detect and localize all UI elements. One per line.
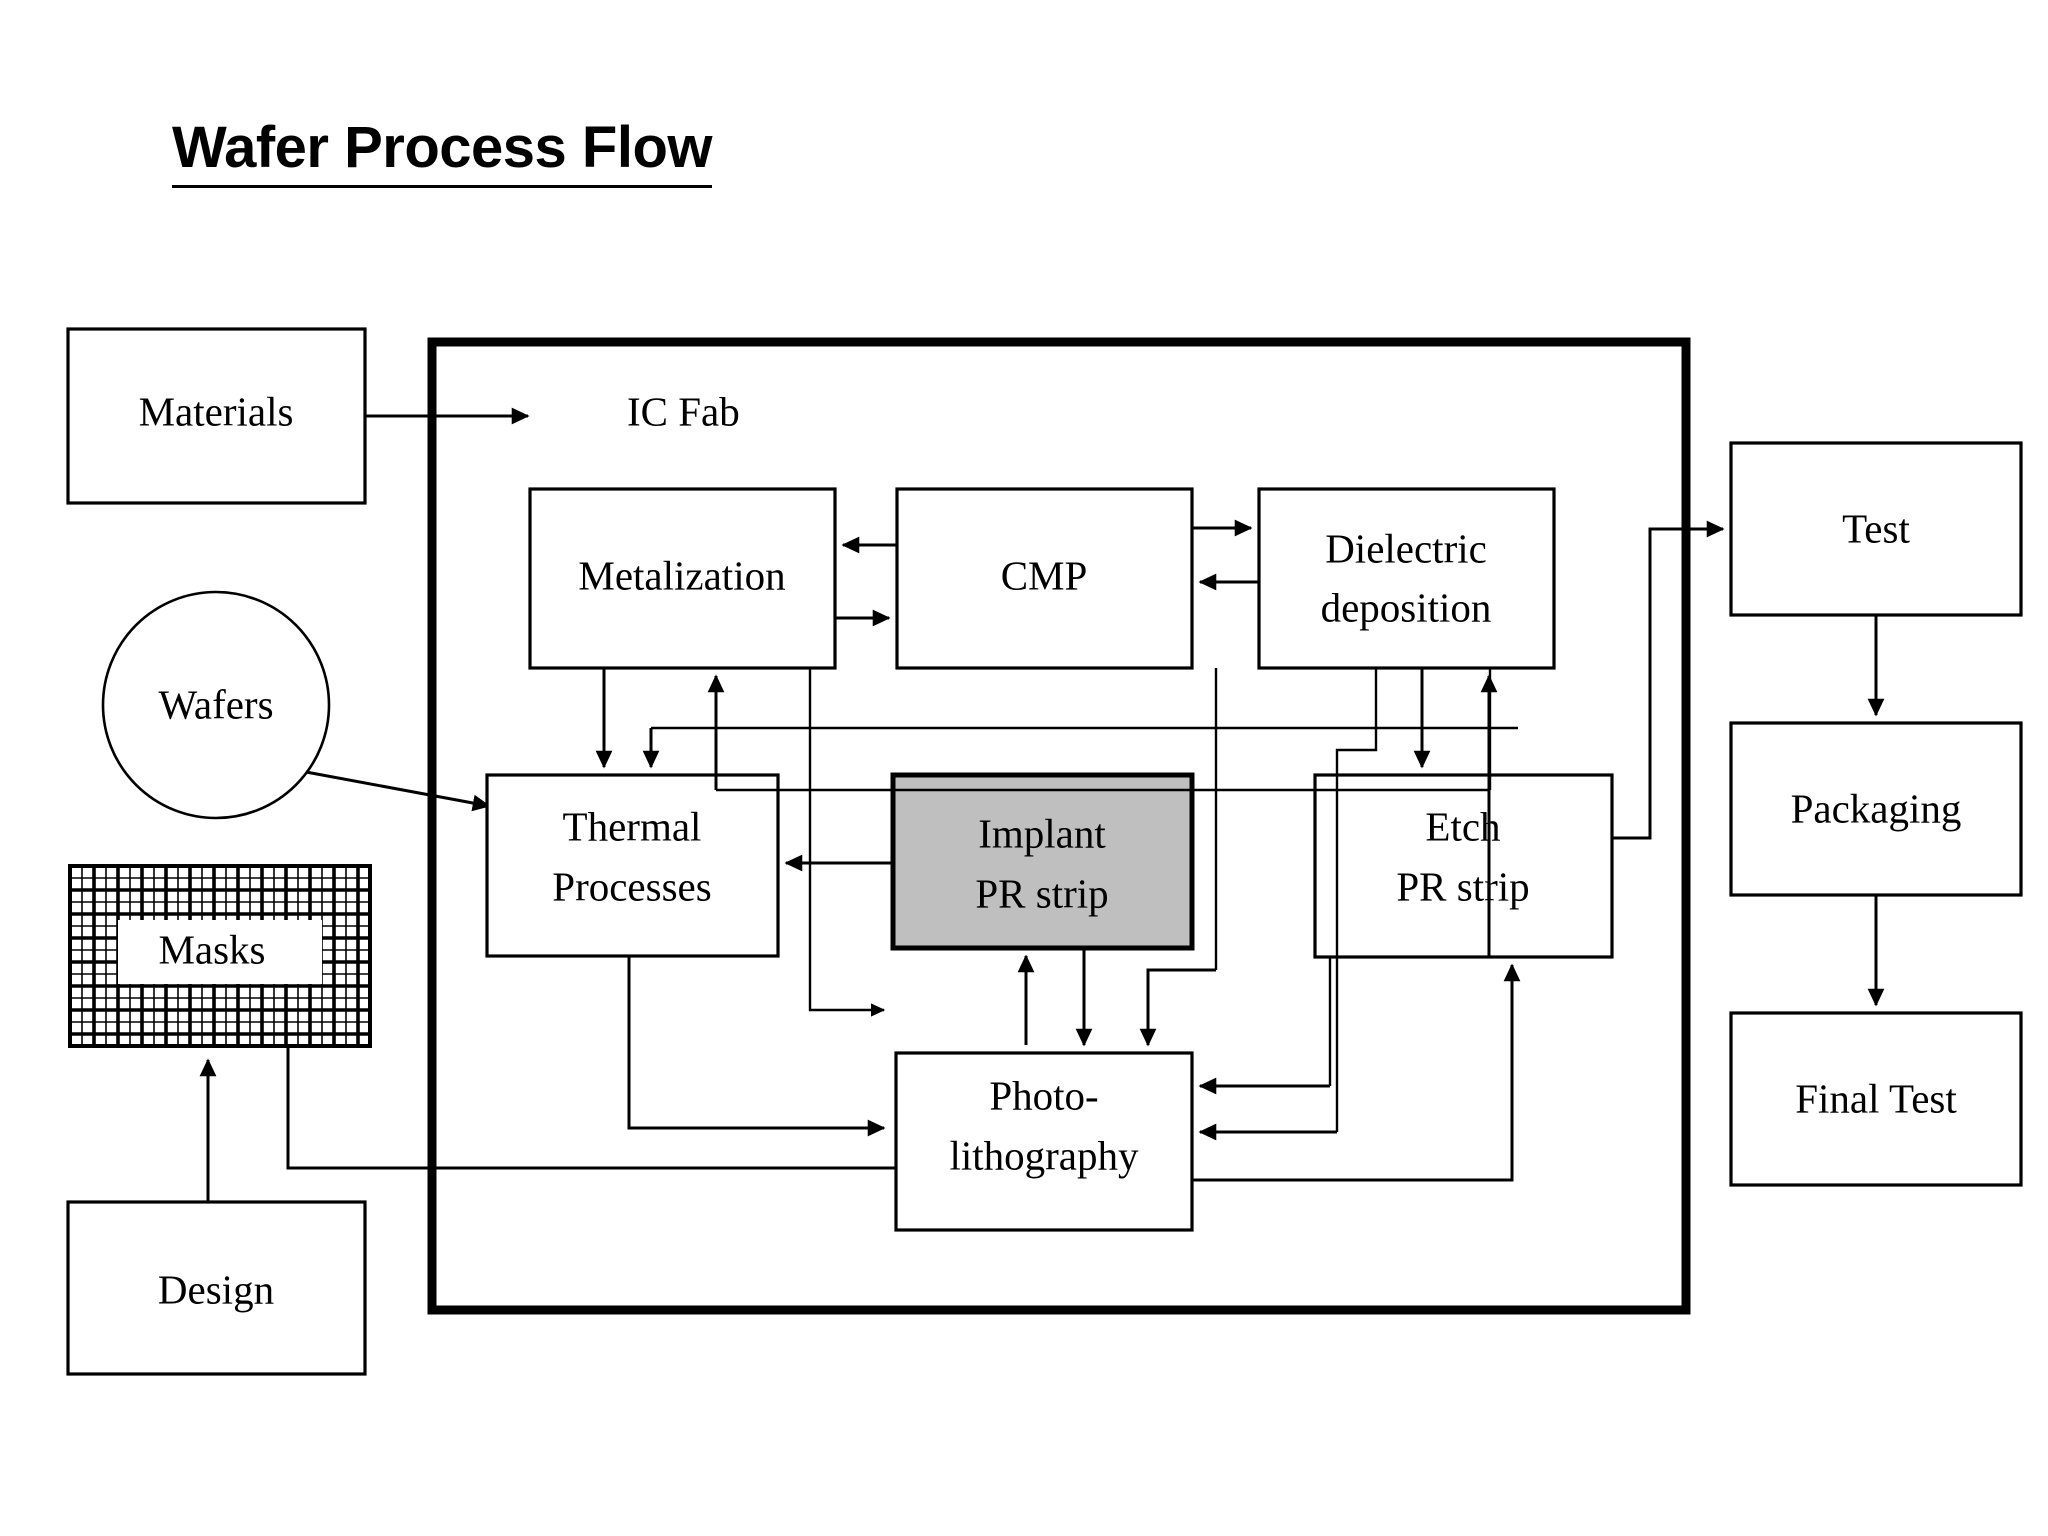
masks-grid-box[interactable]: Masks xyxy=(68,864,372,1048)
implant-pr-strip-label-line1: Implant xyxy=(978,810,1106,856)
thermal-processes-label-line1: Thermal xyxy=(563,803,702,849)
connector-etch-to-test xyxy=(1612,520,1725,840)
thermal-processes-box[interactable] xyxy=(485,773,780,958)
wafers-circle[interactable] xyxy=(101,590,331,820)
connector-thermal-to-photolithography xyxy=(627,956,886,1137)
connector-photolithography-to-etch xyxy=(1192,963,1521,1182)
implant-pr-strip-label-line2: PR strip xyxy=(975,870,1108,916)
connector-bus-to-photolithography-top xyxy=(1139,968,1216,1047)
thermal-processes-label-line2: Processes xyxy=(552,863,711,909)
packaging-label: Packaging xyxy=(1791,785,1962,831)
masks-label: Masks xyxy=(158,926,265,972)
photolithography-box[interactable] xyxy=(894,1051,1194,1232)
wafers-label: Wafers xyxy=(158,681,273,727)
cmp-label: CMP xyxy=(1001,552,1088,598)
metalization-box[interactable] xyxy=(528,487,837,670)
test-label: Test xyxy=(1842,505,1910,551)
packaging-box[interactable] xyxy=(1729,721,2023,897)
page-title: Wafer Process Flow xyxy=(172,117,713,188)
connector-masks-to-photolithography xyxy=(286,1046,1181,1177)
implant-pr-strip-box[interactable] xyxy=(890,772,1195,951)
final-test-box[interactable] xyxy=(1729,1011,2023,1187)
design-box[interactable] xyxy=(66,1200,367,1376)
etch-pr-strip-box[interactable] xyxy=(1313,773,1614,959)
etch-pr-strip-label-line2: PR strip xyxy=(1396,863,1529,909)
connector-metalization-down-to-photo xyxy=(808,668,886,1017)
materials-box[interactable] xyxy=(66,327,367,505)
connector-wafers-to-thermal xyxy=(305,770,491,812)
photolithography-label-line1: Photo- xyxy=(989,1072,1098,1118)
dielectric-deposition-label-line2: deposition xyxy=(1321,584,1492,630)
routing-dielectric-down-riser xyxy=(1335,668,1378,1132)
final-test-label: Final Test xyxy=(1795,1075,1957,1121)
photolithography-label-line2: lithography xyxy=(949,1132,1139,1178)
ic-fab-label: IC Fab xyxy=(627,388,740,434)
ic-fab-boundary xyxy=(427,337,1691,1315)
materials-label: Materials xyxy=(139,388,294,434)
design-label: Design xyxy=(158,1266,274,1312)
dielectric-deposition-label-line1: Dielectric xyxy=(1325,525,1487,571)
cmp-box[interactable] xyxy=(895,487,1194,670)
test-box[interactable] xyxy=(1729,441,2023,617)
metalization-label: Metalization xyxy=(578,552,785,598)
dielectric-deposition-box[interactable] xyxy=(1257,487,1556,670)
